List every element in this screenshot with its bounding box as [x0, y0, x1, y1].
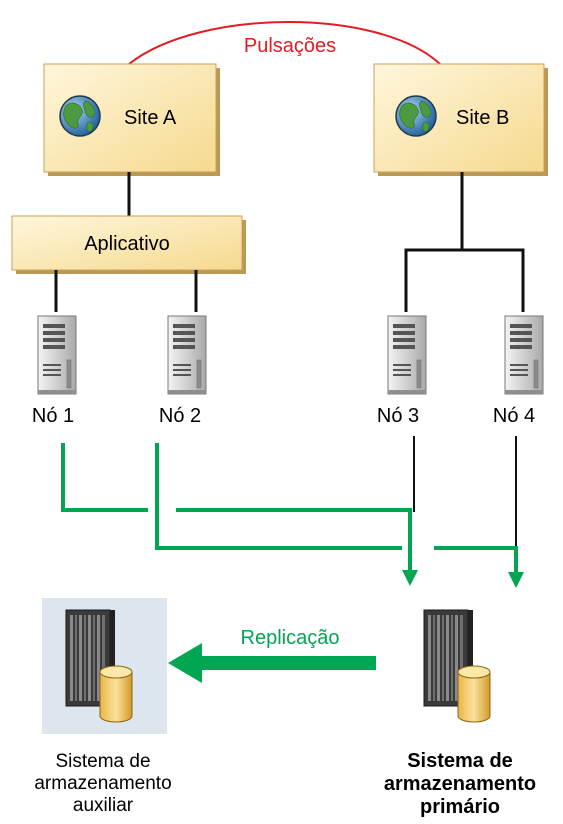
- aux-storage-label-line-2: armazenamento: [34, 773, 171, 794]
- replication-label: Replicação: [241, 627, 340, 649]
- io-path-node-1: [61, 443, 148, 512]
- application-label: Aplicativo: [84, 233, 170, 255]
- site-b-box: Site B: [373, 63, 548, 176]
- io-path-node-2-cont: [434, 546, 524, 588]
- aux-storage: [42, 598, 167, 734]
- primary-storage-label-line-2: armazenamento: [384, 773, 536, 795]
- io-path-node-2: [155, 443, 402, 550]
- server-icon: [37, 315, 77, 395]
- site-b-label: Site B: [456, 107, 509, 129]
- node-1-label: Nó 1: [32, 405, 74, 427]
- globe-icon: [395, 95, 437, 137]
- aux-storage-label-line-3: auxiliar: [73, 795, 134, 816]
- globe-icon: [59, 95, 101, 137]
- heartbeat-label: Pulsações: [244, 35, 336, 57]
- site-b-links: [404, 172, 525, 312]
- replication-arrow: [168, 643, 376, 683]
- aux-storage-label-line-1: Sistema de: [55, 751, 150, 772]
- server-icon: [387, 315, 427, 395]
- primary-storage-label-line-1: Sistema de: [407, 750, 513, 772]
- site-a-box: Site A: [43, 63, 220, 176]
- server-icon: [167, 315, 207, 395]
- node-4-label: Nó 4: [493, 405, 535, 427]
- application-box: Aplicativo: [11, 215, 246, 274]
- node-2-label: Nó 2: [159, 405, 201, 427]
- storage-system-icon: [423, 609, 491, 723]
- site-a-label: Site A: [124, 107, 177, 129]
- server-icon: [504, 315, 544, 395]
- io-path-node-1-cont: [176, 508, 418, 586]
- primary-storage-label-line-3: primário: [420, 796, 500, 818]
- node-3-label: Nó 3: [377, 405, 419, 427]
- io-paths: [61, 443, 524, 588]
- heartbeat-arc: [128, 21, 441, 65]
- primary-storage: [423, 609, 491, 723]
